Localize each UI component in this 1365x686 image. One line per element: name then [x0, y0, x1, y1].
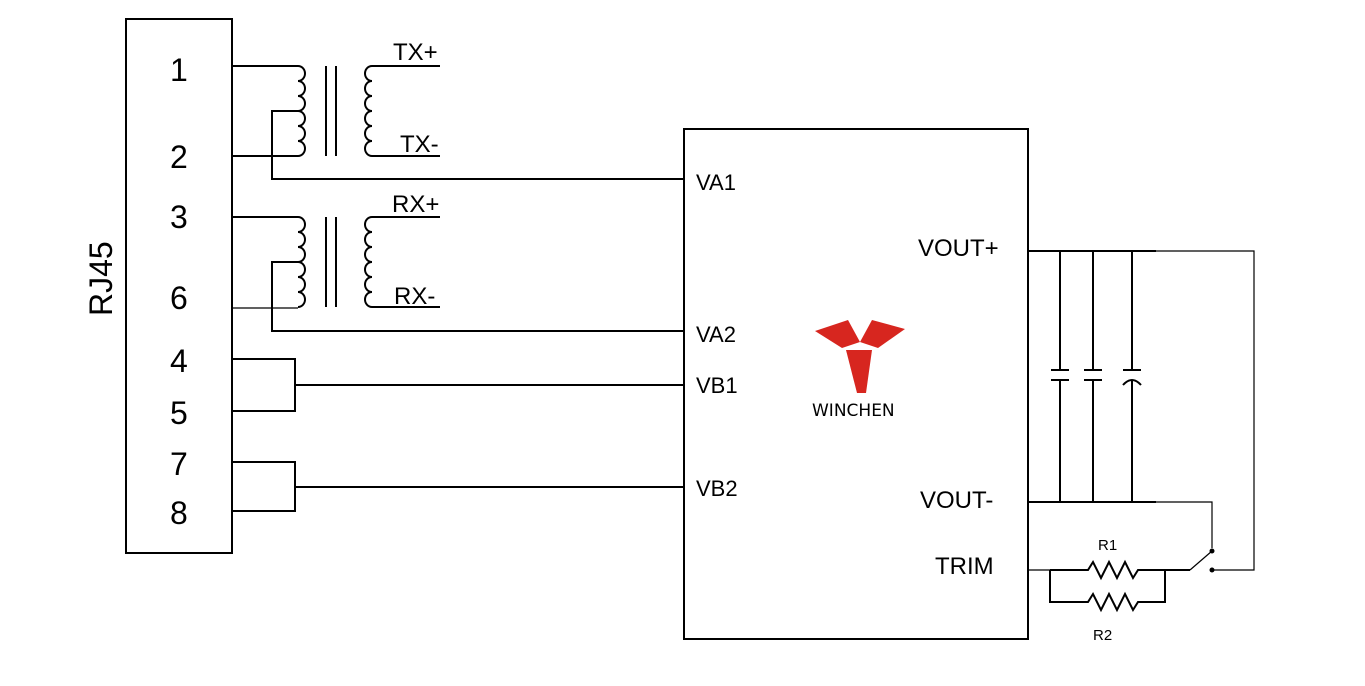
pair-45-wire	[232, 358, 684, 412]
rj45-connector-body	[125, 18, 233, 554]
rx-minus-label: RX-	[394, 283, 435, 310]
tx-plus-label: TX+	[393, 39, 438, 66]
tx-transformer	[232, 65, 684, 180]
brand-name: WINCHEN	[812, 401, 895, 421]
trim-minus-wire	[1156, 501, 1213, 548]
input-va2-label: VA2	[696, 322, 736, 347]
output-vout-minus-label: VOUT-	[920, 487, 993, 514]
rx-transformer	[232, 216, 684, 332]
input-vb2-label: VB2	[696, 476, 738, 501]
pin-label-7: 7	[170, 446, 188, 482]
tx-minus-label: TX-	[400, 131, 439, 158]
rx-plus-label: RX+	[392, 191, 439, 218]
input-vb1-label: VB1	[696, 373, 738, 398]
rj45-title: RJ45	[83, 241, 119, 316]
trim-selector-switch	[1189, 548, 1215, 573]
pin-label-2: 2	[170, 139, 188, 175]
pin-label-3: 3	[170, 199, 188, 235]
resistor-r2-label: R2	[1093, 627, 1112, 644]
output-sense-wire	[1156, 250, 1255, 571]
pin-label-6: 6	[170, 280, 188, 316]
winchen-logo-icon	[815, 320, 905, 393]
pin-label-8: 8	[170, 495, 188, 531]
pin-label-1: 1	[170, 52, 188, 88]
output-vout-plus-label: VOUT+	[918, 235, 999, 262]
pin-label-4: 4	[170, 343, 188, 379]
pin-label-5: 5	[170, 395, 188, 431]
capacitor-c1	[1051, 251, 1069, 502]
pair-78-wire	[232, 461, 684, 512]
polarized-capacitor-c3	[1122, 251, 1142, 502]
input-va1-label: VA1	[696, 170, 736, 195]
resistor-r2	[1049, 570, 1166, 613]
capacitor-c2	[1084, 251, 1102, 502]
resistor-r1	[1050, 559, 1190, 581]
resistor-r1-label: R1	[1098, 537, 1117, 554]
output-trim-label: TRIM	[935, 553, 994, 580]
